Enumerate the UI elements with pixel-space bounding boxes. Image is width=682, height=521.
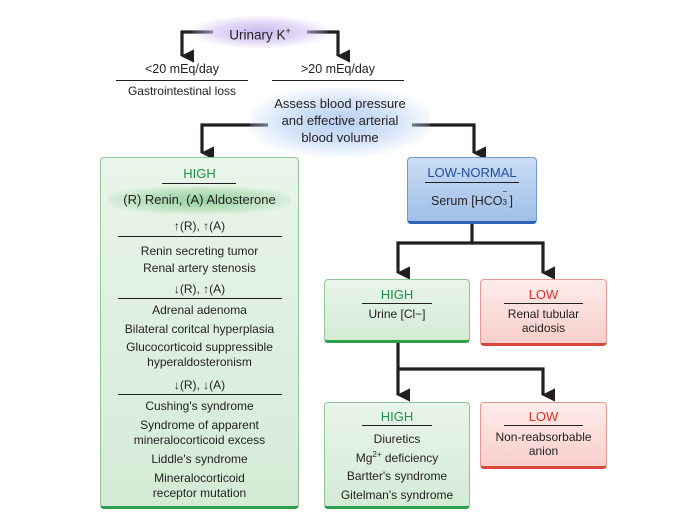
high-bp-subheading: (R) Renin, (A) Aldosterone [123,192,276,207]
low-normal-rule [425,182,519,183]
cl-high-item: Diuretics [373,432,421,446]
cl-high-item: Gitelman's syndrome [340,487,454,502]
cl-high-items: Diuretics Mg2+ deficiency Bartter's synd… [324,430,470,504]
low-normal-box [407,157,537,224]
root-glow [192,16,328,48]
group-2-item: Glucocorticoid suppressible [126,340,273,354]
arrow-to-high-bp [200,123,268,160]
root-node: Urinary K+ [206,24,314,43]
hco3-high-rule [362,303,432,304]
mg-suffix: deficiency [384,450,439,465]
hco3-high-heading: HIGH [380,287,414,302]
assess-glow [250,88,430,156]
low-urine-rule [116,80,248,81]
high-bp-box [100,157,299,509]
cl-high-heading: HIGH [380,409,414,424]
group-3-item: Syndrome of apparent [140,418,259,432]
assess-line-1: Assess blood pressure [274,96,406,111]
cl-low-item: Non-reabsorbable [495,430,592,444]
hco3-low-items: Renal tubular acidosis [480,307,607,335]
group-2-item: hyperaldosteronism [147,355,252,369]
cl-high-box [324,402,470,509]
arrow-to-hco3-low [472,241,556,280]
cl-low-rule [504,425,583,426]
hco3-low-item: Renal tubular [507,307,580,321]
group-3-item: Liddle's syndrome [151,452,248,466]
mg-superscript: 2+ [372,449,382,459]
hco3-high-box [324,279,470,343]
low-urine-label: <20 mEq/day [144,62,219,76]
cl-low-items: Non-reabsorbable anion [480,430,607,458]
high-urine-rule [272,80,404,81]
hco3-suffix: ] [509,194,514,208]
group-3-item: Cushing's syndrome [145,399,254,413]
assess-node: Assess blood pressure and effective arte… [256,95,424,146]
assess-line-2: and effective arterial [281,113,399,128]
hco3-low-box [480,279,607,346]
group-2-item: Bilateral coritcal hyperplasia [124,322,275,336]
group-2-item: Adrenal adenoma [152,303,247,317]
group-2-label: ↓(R), ↑(A) [173,282,226,296]
group-3-item: Mineralocorticoid [154,471,245,485]
cl-high-rule [362,425,432,426]
group-1-item: Renal artery stenosis [143,261,256,275]
group-1-label: ↑(R), ↑(A) [173,219,226,233]
high-urine-label: >20 mEq/day [300,62,375,76]
cl-high-item-mg: Mg2+ deficiency [324,449,470,468]
group-3-item: receptor mutation [152,486,247,500]
group-2-rule [118,298,282,299]
mg-prefix: Mg [355,450,373,465]
arrow-to-hco3-high [396,223,474,280]
hco3-low-rule [504,303,583,304]
group-3-items: Cushing's syndrome Syndrome of apparent … [100,399,299,501]
group-1-item: Renin secreting tumor [140,244,259,258]
group-1-rule [118,236,282,237]
root-superscript: + [285,26,291,36]
hco3-prefix: Serum [HCO [430,194,503,208]
high-bp-subheading-glow [108,186,291,214]
hco3-subscript: 3 [502,198,507,207]
hco3-low-item: acidosis [521,321,566,335]
cl-high-item: Bartter's syndrome [346,469,448,483]
group-3-label: ↓(R), ↓(A) [173,378,226,392]
arrow-to-cl-low [398,367,556,402]
low-urine-result: Gastrointestinal loss [127,84,237,98]
group-3-item: mineralocorticoid excess [133,433,266,447]
hco3-low-heading: LOW [528,287,559,302]
hco3-high-test: Urine [Cl−] [368,307,426,321]
assess-line-3: blood volume [301,130,379,145]
root-label: Urinary K [229,27,286,43]
hco3-charge: − [502,187,508,196]
cl-low-box [480,402,607,469]
high-bp-heading-rule [162,183,236,184]
arrow-to-low-normal [412,123,487,160]
high-bp-heading: HIGH [183,166,216,181]
cl-low-heading: LOW [528,409,559,424]
cl-low-item: anion [528,444,559,458]
group-3-rule [118,394,282,395]
group-1-items: Renin secreting tumor Renal artery steno… [100,243,299,277]
low-normal-test: Serum [HCO− 3] [407,187,537,209]
group-2-items: Adrenal adenoma Bilateral coritcal hyper… [100,302,299,369]
low-normal-heading: LOW-NORMAL [427,165,517,180]
